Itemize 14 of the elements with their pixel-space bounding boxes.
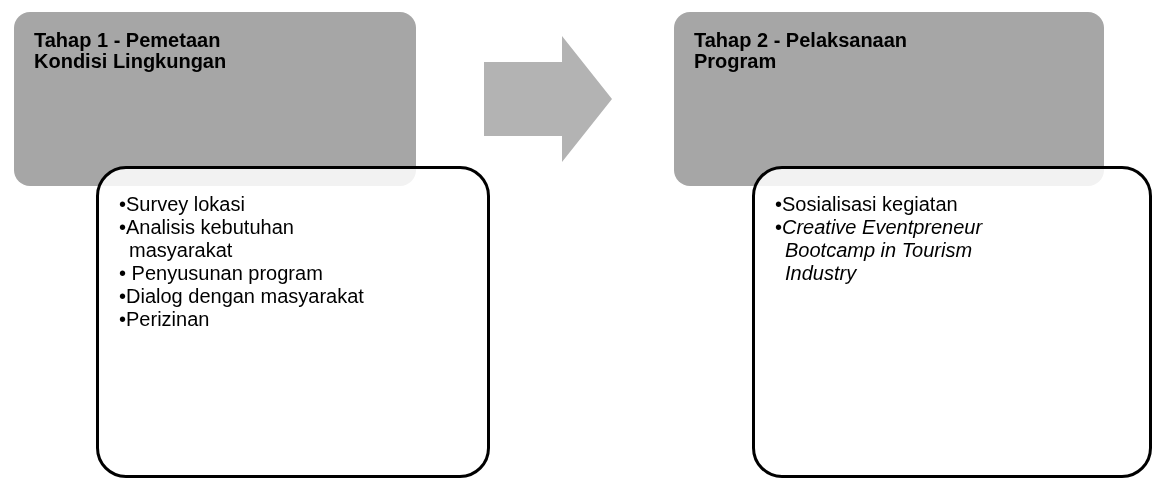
activity-item: • Penyusunan program — [119, 262, 324, 285]
activity-box — [752, 166, 1152, 478]
activity-box — [96, 166, 490, 478]
stage-box — [14, 12, 416, 186]
activity-item: •Survey lokasi — [119, 193, 246, 216]
activity-item: •Perizinan — [119, 308, 211, 331]
stage-title: Tahap 2 - Pelaksanaan Program — [694, 30, 909, 72]
activity-item: •Creative Eventpreneur Bootcamp in Tourism Industry — [775, 216, 984, 285]
stage-title: Tahap 1 - Pemetaan Kondisi Lingkungan — [34, 30, 228, 72]
activity-item: •Sosialisasi kegiatan — [775, 193, 959, 216]
block-arrow — [484, 36, 612, 162]
activity-item: •Dialog dengan masyarakat — [119, 285, 365, 308]
activity-item: •Analisis kebutuhan masyarakat — [119, 216, 295, 262]
stage-box — [674, 12, 1104, 186]
